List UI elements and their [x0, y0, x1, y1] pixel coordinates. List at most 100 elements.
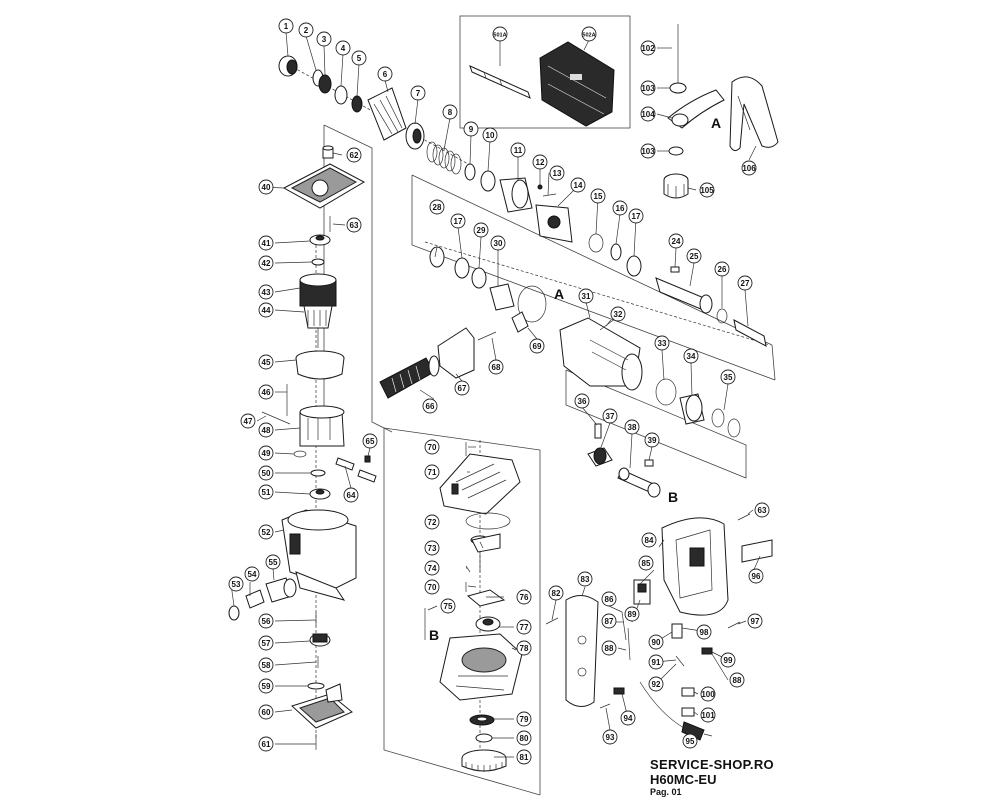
- svg-text:88: 88: [605, 644, 614, 653]
- svg-text:29: 29: [477, 226, 486, 235]
- part-chisel: [469, 65, 531, 99]
- svg-text:95: 95: [686, 737, 695, 746]
- part-handle-bracket: [667, 89, 725, 129]
- part-ring: [464, 163, 476, 181]
- svg-text:69: 69: [533, 342, 542, 351]
- part-carbon-brush: [335, 457, 377, 483]
- part-bearing: [309, 234, 331, 246]
- part-callout: 88: [601, 640, 617, 656]
- svg-text:63: 63: [758, 506, 767, 515]
- part-callout: 104: [640, 106, 656, 122]
- part-callout: 47: [240, 413, 256, 429]
- svg-text:74: 74: [428, 564, 437, 573]
- part-ring: [610, 243, 622, 261]
- part-callout: 28: [429, 199, 445, 215]
- part-gear: [461, 749, 507, 772]
- svg-text:46: 46: [262, 388, 271, 397]
- part-piston: [679, 393, 705, 425]
- part-callout: 64: [343, 487, 359, 503]
- part-knob: [663, 173, 689, 199]
- part-callout: 7: [410, 85, 426, 101]
- svg-text:27: 27: [741, 279, 750, 288]
- part-needle-bearing: [644, 459, 654, 467]
- part-callout: 55: [265, 554, 281, 570]
- svg-text:51: 51: [262, 488, 271, 497]
- svg-text:37: 37: [606, 412, 615, 421]
- part-bearing: [309, 488, 331, 500]
- part-callout: 69: [529, 338, 545, 354]
- part-callout: 60: [258, 704, 274, 720]
- part-callout: 86: [601, 591, 617, 607]
- svg-text:30: 30: [494, 239, 503, 248]
- part-bolt: [477, 331, 497, 341]
- part-callout: 26: [714, 261, 730, 277]
- svg-text:103: 103: [641, 84, 655, 93]
- part-ring: [351, 95, 363, 113]
- part-washer: [480, 170, 496, 192]
- part-cap: [322, 145, 334, 159]
- part-callout: 63: [754, 502, 770, 518]
- svg-text:60: 60: [262, 708, 271, 717]
- part-callout: 103: [640, 143, 656, 159]
- barrel-parts: [278, 55, 642, 277]
- svg-text:91: 91: [652, 658, 661, 667]
- svg-text:70: 70: [428, 583, 437, 592]
- part-callout: 52: [258, 524, 274, 540]
- part-seal: [469, 714, 495, 726]
- part-callout: 96: [748, 568, 764, 584]
- part-motor-housing: [281, 509, 357, 601]
- svg-text:89: 89: [628, 610, 637, 619]
- part-callout: 102: [640, 40, 656, 56]
- part-crank-case: [559, 317, 643, 391]
- part-callout: 29: [473, 222, 489, 238]
- svg-text:33: 33: [658, 339, 667, 348]
- svg-text:502A: 502A: [582, 33, 595, 39]
- cylinder-parts: [429, 246, 741, 438]
- part-callout: 76: [516, 589, 532, 605]
- svg-text:17: 17: [632, 212, 641, 221]
- section-letter: A: [554, 286, 564, 302]
- part-callout: 5: [351, 50, 367, 66]
- part-callout: 3: [316, 31, 332, 47]
- part-d-handle: [729, 76, 779, 152]
- part-pin: [537, 184, 543, 190]
- part-callout: 66: [422, 398, 438, 414]
- part-callout: 45: [258, 354, 274, 370]
- svg-text:81: 81: [520, 753, 529, 762]
- part-callout: 101: [700, 707, 716, 723]
- part-cap: [278, 55, 298, 77]
- svg-text:63: 63: [350, 221, 359, 230]
- svg-text:55: 55: [269, 558, 278, 567]
- svg-text:80: 80: [520, 734, 529, 743]
- svg-text:35: 35: [724, 373, 733, 382]
- part-callout: 48: [258, 422, 274, 438]
- striker-parts: [655, 266, 767, 347]
- part-callout: 75: [440, 598, 456, 614]
- svg-text:41: 41: [262, 239, 271, 248]
- part-callout: 91: [648, 654, 664, 670]
- side-handle-parts: [379, 327, 497, 399]
- part-callout: 34: [683, 348, 699, 364]
- svg-text:84: 84: [645, 536, 654, 545]
- svg-text:103: 103: [641, 147, 655, 156]
- svg-text:58: 58: [262, 661, 271, 670]
- svg-text:9: 9: [469, 125, 474, 134]
- part-callout: 59: [258, 678, 274, 694]
- part-screw: [465, 565, 471, 573]
- svg-text:25: 25: [690, 252, 699, 261]
- part-bottom-cover: [291, 683, 353, 729]
- part-callout: 37: [602, 408, 618, 424]
- part-washer: [318, 74, 332, 94]
- svg-text:48: 48: [262, 426, 271, 435]
- svg-text:79: 79: [520, 715, 529, 724]
- svg-text:101: 101: [701, 711, 715, 720]
- part-carry-case: [539, 41, 615, 127]
- svg-text:50: 50: [262, 469, 271, 478]
- svg-text:49: 49: [262, 449, 271, 458]
- part-callout: 63: [346, 217, 362, 233]
- svg-text:40: 40: [262, 183, 271, 192]
- part-callout: 70: [424, 579, 440, 595]
- svg-text:61: 61: [262, 740, 271, 749]
- svg-text:70: 70: [428, 443, 437, 452]
- part-connector: [701, 647, 713, 655]
